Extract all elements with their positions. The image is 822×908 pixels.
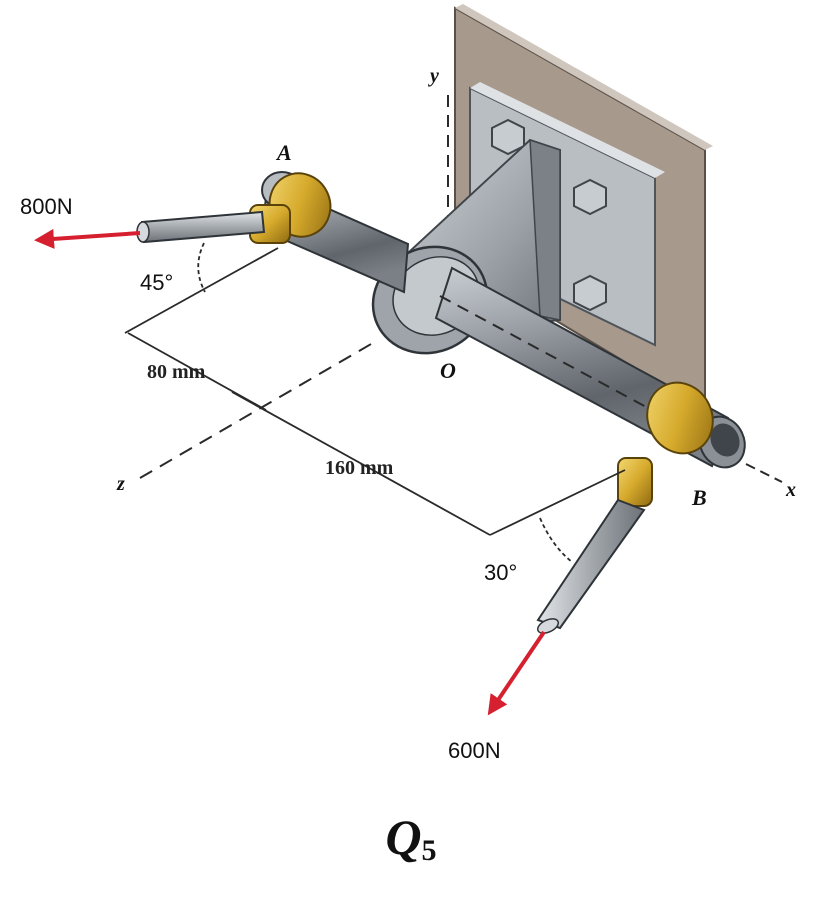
collar-b: [646, 381, 714, 455]
bracket-rib: [529, 138, 561, 321]
bolt-icon: [573, 178, 607, 216]
dimension-line-160: [231, 391, 491, 536]
axis-x-label: x: [785, 479, 796, 501]
point-b-label: B: [691, 485, 707, 510]
point-a-label: A: [275, 140, 292, 165]
force-arrow-b: [487, 630, 546, 716]
force-b-label: 600N: [448, 738, 501, 763]
collar-b-clamp: [617, 457, 653, 507]
x-axis-line: [745, 463, 783, 483]
question-number: 5: [421, 834, 437, 867]
mounting-base-edge: [470, 82, 665, 178]
question-label: Q5: [0, 812, 822, 866]
axis-y-label: y: [428, 65, 439, 87]
angle-arc-a: [197, 242, 206, 293]
angle-b-label: 30°: [484, 560, 517, 585]
shaft-end-b-face: [710, 423, 740, 457]
force-a-label: 800N: [20, 194, 73, 219]
axis-z-label: z: [116, 473, 125, 495]
bolt-icon: [573, 274, 607, 312]
rod-a: [140, 210, 266, 244]
force-arrow-a: [34, 228, 141, 249]
wall-plate-edge: [455, 4, 713, 150]
dimension-line-b: [489, 469, 626, 536]
angle-a-label: 45°: [140, 270, 173, 295]
dimension-line-a: [124, 247, 279, 334]
dimension-80-label: 80 mm: [147, 361, 206, 383]
dimension-160-label: 160 mm: [325, 457, 394, 479]
question-letter: Q: [385, 809, 422, 865]
angle-arc-b: [539, 517, 573, 563]
rod-b: [536, 498, 646, 630]
point-o-label: O: [440, 358, 456, 383]
rod-b-tip: [536, 618, 560, 634]
